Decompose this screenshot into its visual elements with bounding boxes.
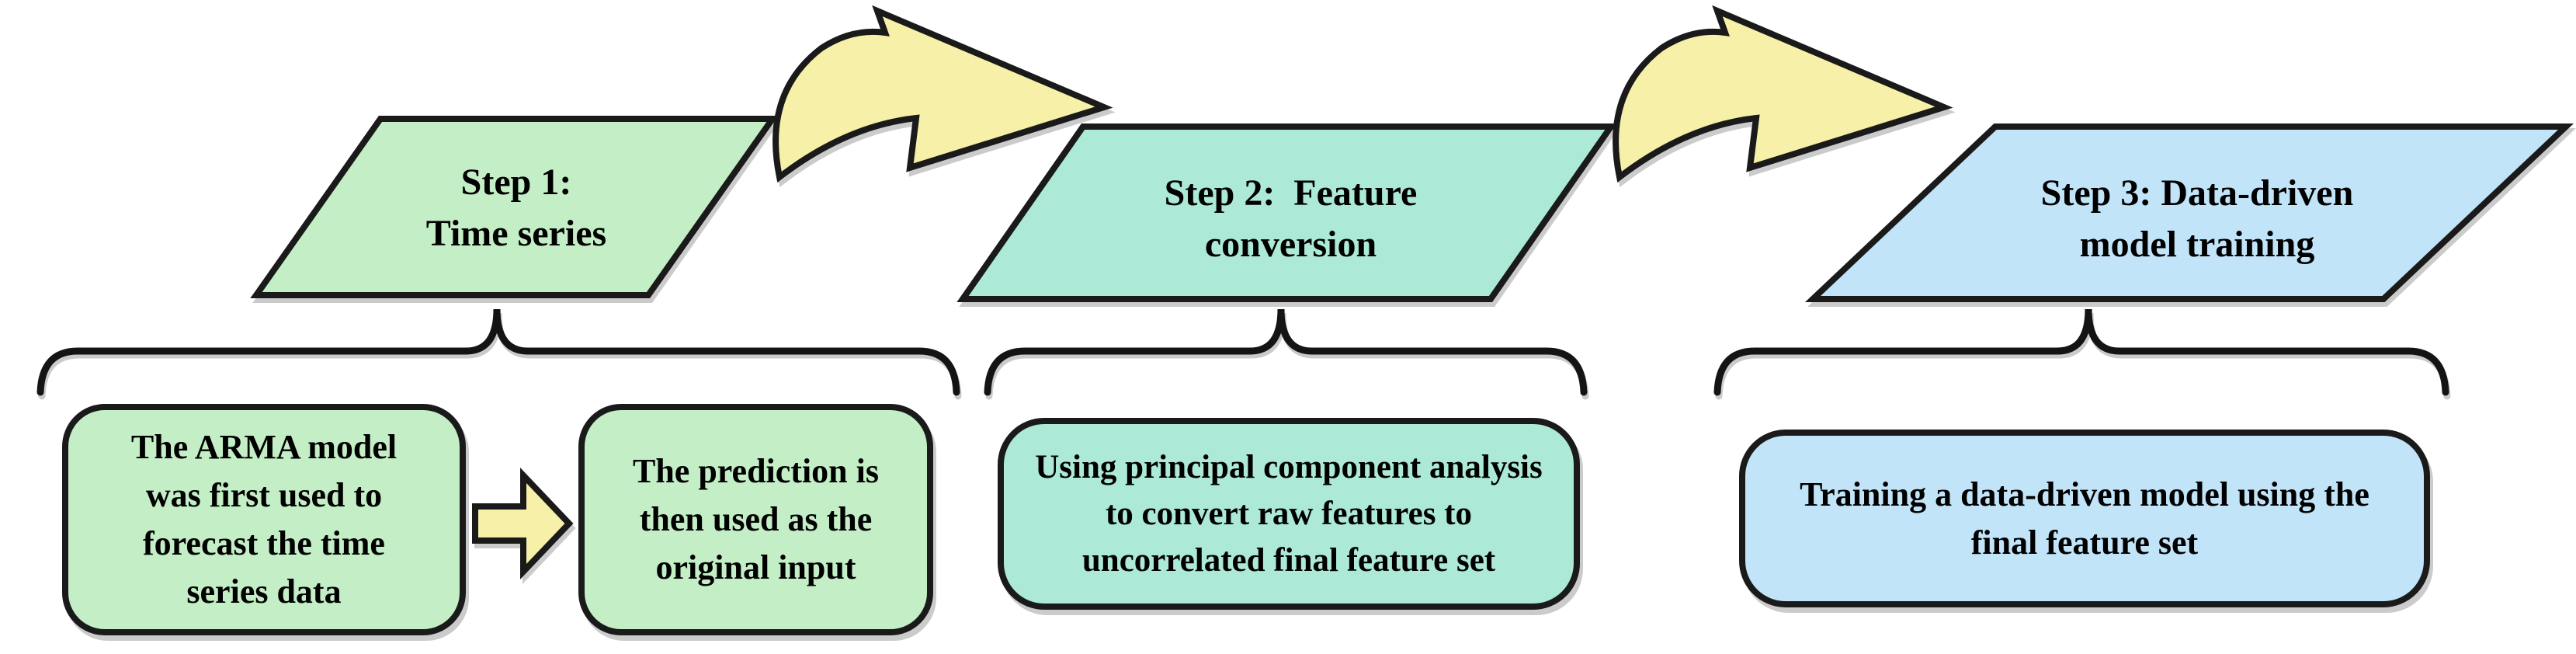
step2-label-line2: conversion [1204,224,1377,265]
step2-label: Step 2: Feature conversion [1079,149,1502,289]
step2-description-box: Using principal component analysis to co… [998,418,1580,610]
step2-underbrace [984,308,1588,396]
step3-parallelogram [1804,123,2574,302]
step3-label-line2: model training [2079,224,2315,265]
step3-description-box: Training a data-driven model using the f… [1739,430,2430,607]
step1-label-line2: Time series [425,213,607,254]
arrow-box1-to-box2-icon [472,467,574,580]
arrow-step1-to-step2-icon [772,5,1113,183]
step2-label-line1: Step 2: Feature [1164,172,1418,214]
step1-description-box-prediction: The prediction is then used as the origi… [578,404,933,635]
step1-description-text-prediction: The prediction is then used as the origi… [632,452,879,586]
step3-label: Step 3: Data-driven model training [1980,149,2415,289]
step1-underbrace [36,308,960,396]
step1-description-box-arma: The ARMA model was first used to forecas… [62,404,466,635]
step1-label-line1: Step 1: [460,162,572,203]
step2-parallelogram [956,123,1617,302]
step3-underbrace [1713,308,2449,396]
step1-label: Step 1: Time series [307,138,726,278]
step3-label-line1: Step 3: Data-driven [2040,172,2354,214]
arrow-step2-to-step3-icon [1613,5,1953,183]
step3-description-text: Training a data-driven model using the f… [1800,475,2369,562]
step2-description-text: Using principal component analysis to co… [1035,448,1543,579]
step1-description-text-arma: The ARMA model was first used to forecas… [130,428,398,611]
step1-parallelogram [250,116,779,298]
